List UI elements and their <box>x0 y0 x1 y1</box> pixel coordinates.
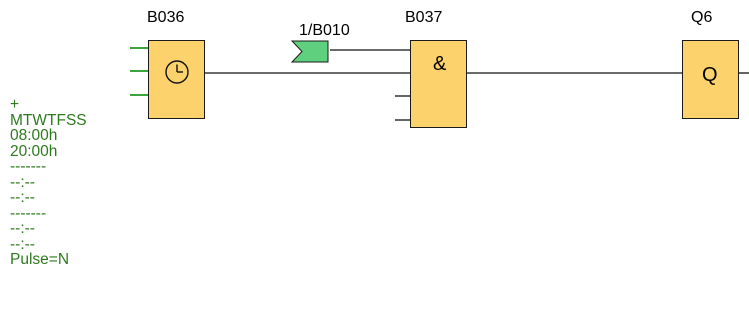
param-line: 08:00h <box>10 127 58 144</box>
and-block-title: B037 <box>405 9 443 26</box>
param-line: ------- <box>10 158 47 175</box>
param-line: + <box>10 96 20 113</box>
and-symbol: & <box>433 53 447 75</box>
output-symbol: Q <box>702 64 718 86</box>
param-line: --:-- <box>10 173 35 191</box>
param-line: --:-- <box>10 235 35 253</box>
timer-parameters: + MTWTFSS 08:00h 20:00h ------- --:-- --… <box>10 97 87 268</box>
connector-flag[interactable] <box>290 40 329 63</box>
param-line: MTWTFSS <box>10 111 87 129</box>
output-block-title: Q6 <box>691 9 713 26</box>
timer-block-title: B036 <box>147 9 185 26</box>
timer-block[interactable] <box>148 40 205 119</box>
param-line: --:-- <box>10 220 35 237</box>
param-line: Pulse=N <box>10 251 70 268</box>
param-line: ------- <box>10 204 47 222</box>
param-line: 20:00h <box>10 142 58 160</box>
output-block[interactable]: Q <box>682 40 739 119</box>
and-block[interactable]: & <box>410 40 467 128</box>
param-line: --:-- <box>10 189 35 206</box>
connector-flag-label: 1/B010 <box>299 22 350 39</box>
clock-icon <box>165 60 189 84</box>
